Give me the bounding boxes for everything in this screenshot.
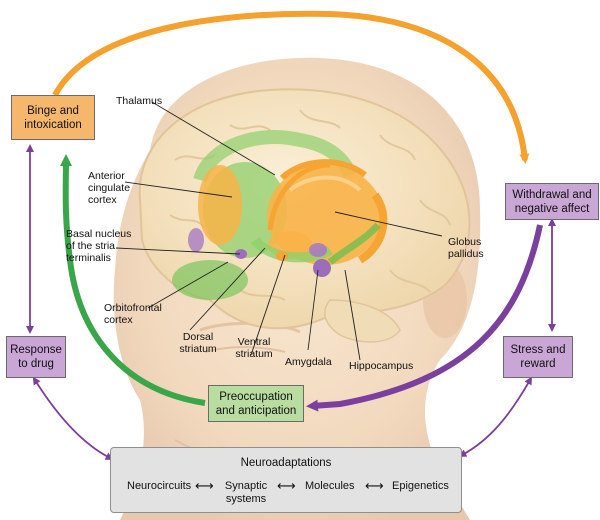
preoccupation-to-binge-arrow bbox=[59, 154, 206, 406]
neuroadaptations-title: Neuroadaptations bbox=[240, 457, 332, 469]
neuroadaptations-panel: Neuroadaptations Neurocircuits ⟷ Synapti… bbox=[110, 447, 462, 513]
preoccupation-label: Preoccupation and anticipation bbox=[215, 390, 297, 417]
withdrawal-box: Withdrawal and negative affect bbox=[505, 183, 599, 220]
label-dorsal-striatum: Dorsal striatum bbox=[179, 331, 217, 355]
limbic-structures bbox=[172, 130, 388, 300]
pointer-lines bbox=[115, 101, 443, 361]
stress-label: Stress and reward bbox=[510, 344, 566, 370]
label-ventral-striatum: Ventral striatum bbox=[235, 336, 273, 360]
withdrawal-to-preoccupation-arrow bbox=[306, 224, 543, 412]
label-bnst: Basal nucleus of the stria terminalis bbox=[66, 228, 132, 264]
neuro-item-epigenetics: Epigenetics bbox=[392, 480, 449, 492]
label-thalamus: Thalamus bbox=[116, 95, 163, 107]
withdrawal-label: Withdrawal and negative affect bbox=[512, 188, 592, 215]
label-anterior-cingulate-cortex: Anterior cingulate cortex bbox=[88, 170, 131, 206]
label-hippocampus: Hippocampus bbox=[349, 360, 414, 372]
label-amygdala: Amygdala bbox=[285, 356, 332, 368]
orbitofrontal-region bbox=[172, 260, 248, 300]
double-arrow-icon: ⟷ bbox=[365, 478, 384, 493]
preoccupation-box: Preoccupation and anticipation bbox=[208, 385, 304, 422]
label-orbitofrontal-cortex: Orbitofrontal cortex bbox=[104, 302, 162, 326]
response-neuro-link bbox=[32, 376, 114, 460]
stress-neuro-link bbox=[458, 376, 532, 457]
binge-label: Binge and intoxication bbox=[24, 104, 82, 131]
binge-to-withdrawal-arrow bbox=[52, 10, 530, 164]
response-label: Response to drug bbox=[10, 344, 62, 370]
amygdala-dot bbox=[313, 259, 331, 277]
bnst-dot bbox=[235, 249, 247, 259]
label-globus-pallidus: Globus pallidus bbox=[448, 236, 484, 260]
hippocampus-region bbox=[327, 222, 381, 265]
binge-intoxication-box: Binge and intoxication bbox=[11, 95, 95, 140]
neuro-item-synaptic-systems: Synaptic systems bbox=[224, 480, 268, 505]
double-arrow-icon: ⟷ bbox=[277, 478, 296, 493]
stress-reward-box: Stress and reward bbox=[503, 336, 573, 378]
neuro-item-molecules: Molecules bbox=[305, 480, 355, 492]
neuro-item-neurocircuits: Neurocircuits bbox=[127, 480, 192, 492]
response-to-drug-box: Response to drug bbox=[6, 336, 66, 378]
double-arrow-icon: ⟷ bbox=[195, 478, 214, 493]
